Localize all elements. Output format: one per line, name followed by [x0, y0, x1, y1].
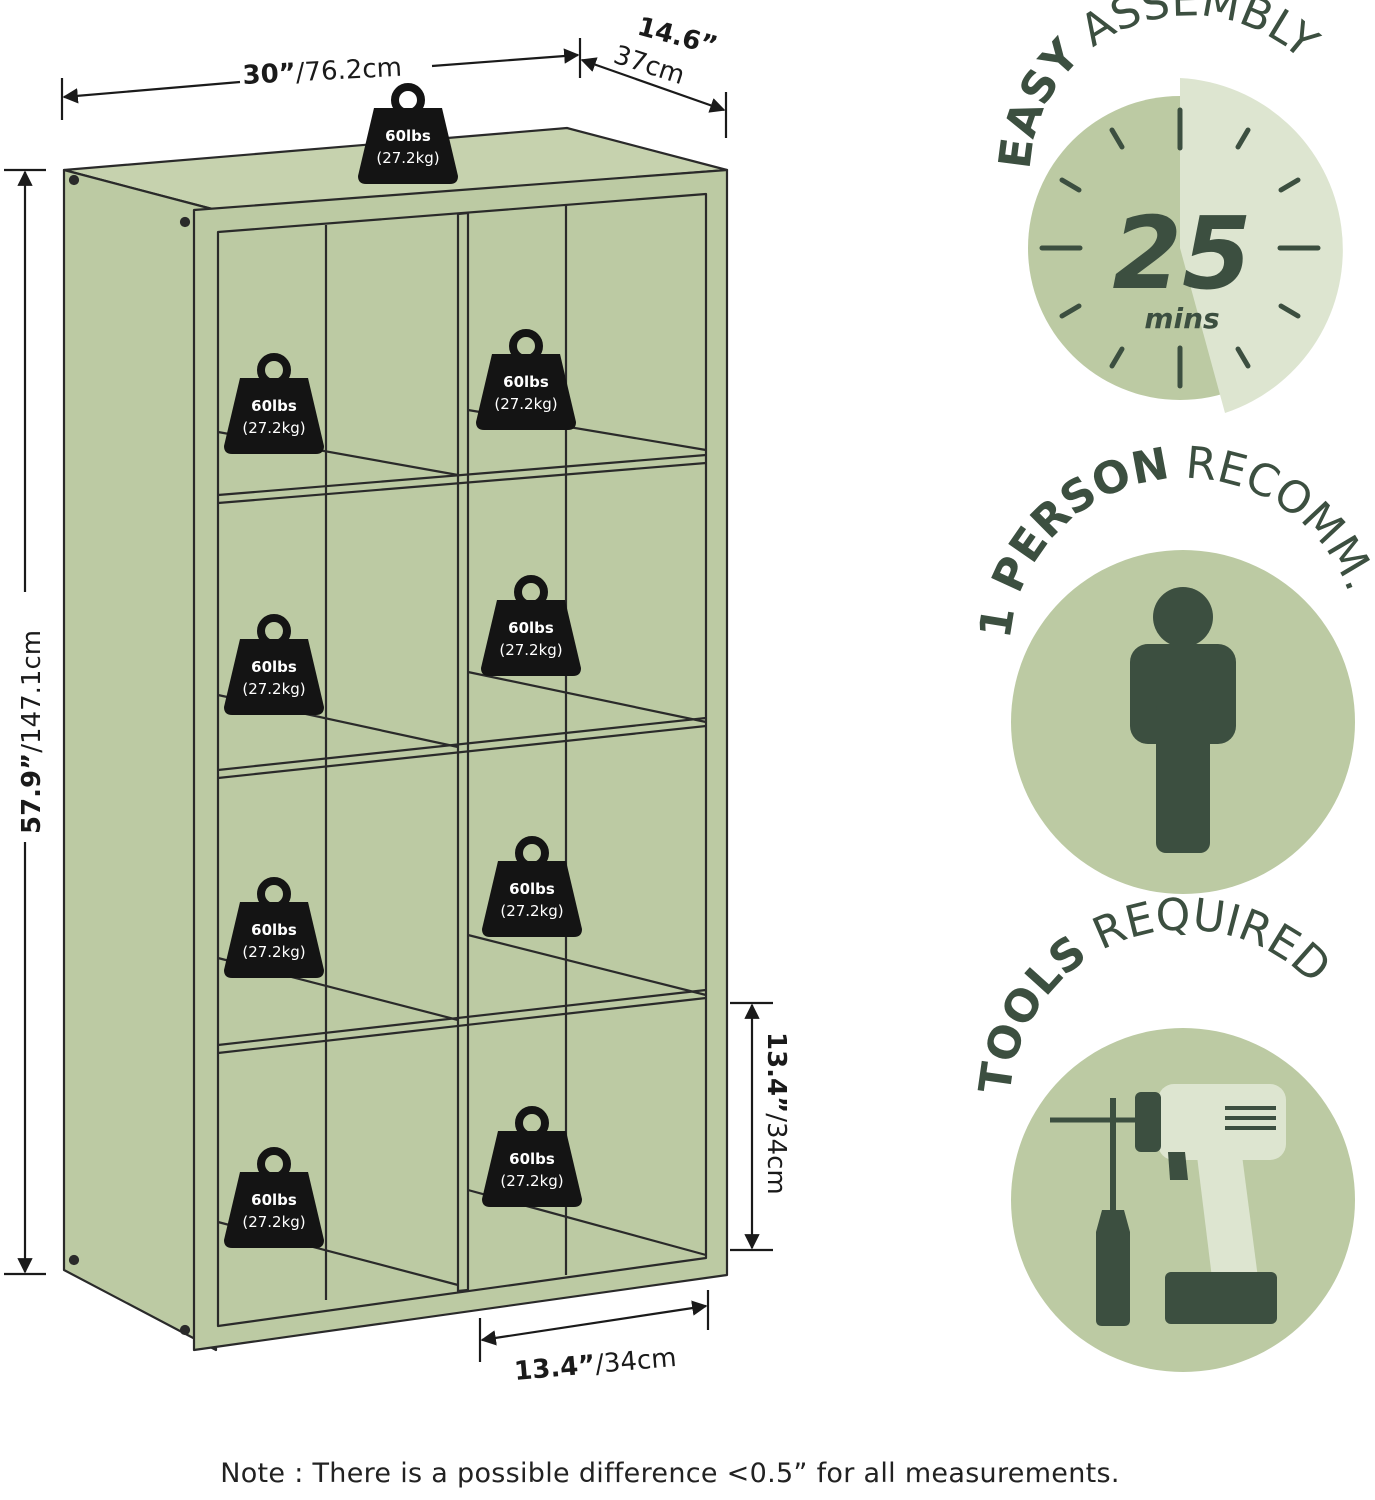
cube-height-dimension: 13.4”/34cm	[761, 1032, 791, 1195]
weight-icon: 60lbs (27.2kg)	[481, 579, 581, 676]
weight-icon: 60lbs (27.2kg)	[224, 618, 324, 715]
measurement-note: Note : There is a possible difference <0…	[220, 1458, 1120, 1489]
svg-text:(27.2kg): (27.2kg)	[242, 419, 305, 437]
svg-text:13.4”/34cm: 13.4”/34cm	[761, 1032, 791, 1195]
svg-text:13.4”/34cm: 13.4”/34cm	[513, 1343, 678, 1387]
svg-text:(27.2kg): (27.2kg)	[499, 641, 562, 659]
screwdriver-icon	[1096, 1098, 1130, 1326]
svg-text:60lbs: 60lbs	[251, 1191, 297, 1209]
svg-text:60lbs: 60lbs	[509, 880, 555, 898]
assembly-badge: EASYASSEMBLY 25 mins	[990, 0, 1343, 413]
svg-text:(27.2kg): (27.2kg)	[242, 1213, 305, 1231]
svg-text:57.9”/147.1cm: 57.9”/147.1cm	[17, 630, 47, 834]
svg-text:60lbs: 60lbs	[251, 658, 297, 676]
svg-text:(27.2kg): (27.2kg)	[494, 395, 557, 413]
tools-badge: TOOLSREQUIRED	[970, 889, 1355, 1372]
weight-top: 60lbs (27.2kg)	[358, 87, 458, 184]
cube-bookcase	[62, 126, 729, 1352]
svg-text:60lbs: 60lbs	[503, 373, 549, 391]
person-icon	[1130, 587, 1236, 853]
drill-icon	[1050, 1084, 1286, 1324]
svg-text:60lbs: 60lbs	[385, 127, 431, 145]
svg-text:60lbs: 60lbs	[509, 1150, 555, 1168]
svg-text:mins: mins	[1144, 302, 1219, 335]
svg-text:(27.2kg): (27.2kg)	[500, 902, 563, 920]
depth-dimension: 14.6” 37cm	[610, 12, 721, 91]
width-dimension: 30”/76.2cm	[242, 53, 403, 91]
cube-width-dimension: 13.4”/34cm	[513, 1343, 678, 1387]
height-dimension: 57.9”/147.1cm	[17, 630, 47, 834]
weight-icon: 60lbs (27.2kg)	[224, 881, 324, 978]
svg-text:60lbs: 60lbs	[508, 619, 554, 637]
weight-icon: 60lbs (27.2kg)	[482, 1110, 582, 1207]
weight-icon: 60lbs (27.2kg)	[482, 840, 582, 937]
weight-icon: 60lbs (27.2kg)	[224, 1151, 324, 1248]
svg-text:(27.2kg): (27.2kg)	[376, 149, 439, 167]
svg-text:30”/76.2cm: 30”/76.2cm	[242, 53, 403, 91]
cabinet-side	[62, 168, 218, 1352]
svg-text:(27.2kg): (27.2kg)	[242, 680, 305, 698]
svg-text:25: 25	[1112, 195, 1251, 312]
svg-text:(27.2kg): (27.2kg)	[242, 943, 305, 961]
weight-icon: 60lbs (27.2kg)	[224, 357, 324, 454]
svg-text:60lbs: 60lbs	[251, 397, 297, 415]
svg-text:60lbs: 60lbs	[251, 921, 297, 939]
weight-icon: 60lbs (27.2kg)	[476, 333, 576, 430]
svg-text:(27.2kg): (27.2kg)	[500, 1172, 563, 1190]
clock-icon: 25 mins	[1028, 78, 1343, 413]
